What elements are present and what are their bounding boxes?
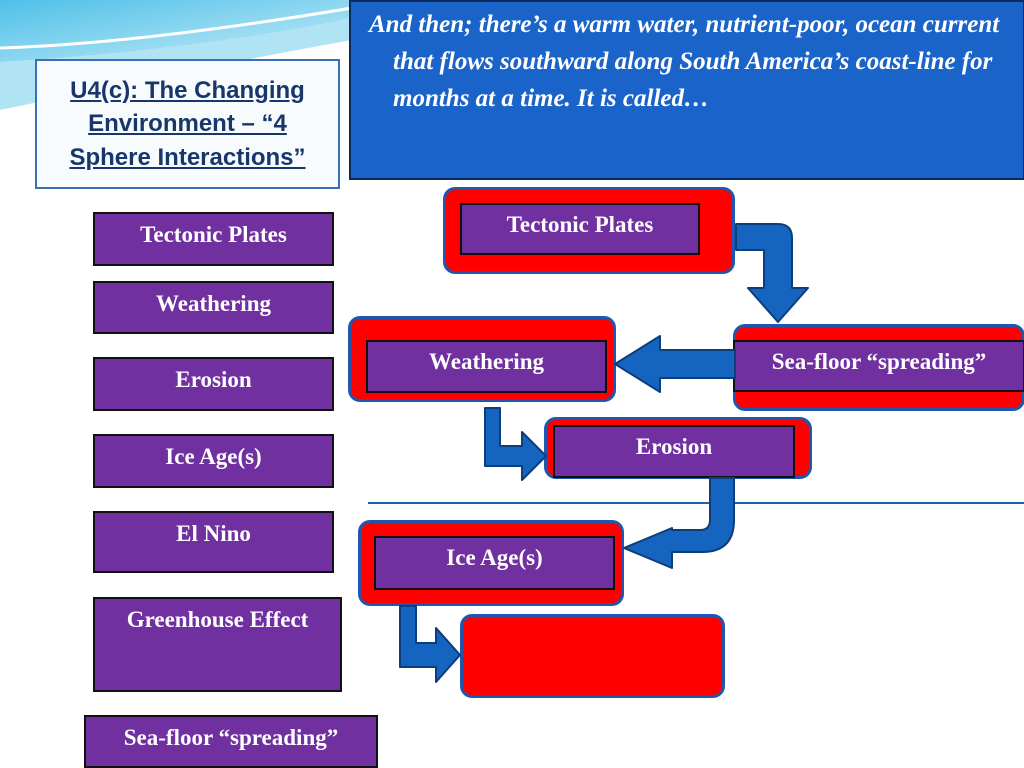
flow-step-tectonic-plates: Tectonic Plates xyxy=(460,203,700,255)
option-ice-ages[interactable]: Ice Age(s) xyxy=(93,434,334,488)
slide-title: U4(c): The Changing Environment – “4 Sph… xyxy=(69,76,306,171)
option-el-nino[interactable]: El Nino xyxy=(93,511,334,573)
question-box: And then; there’s a warm water, nutrient… xyxy=(349,0,1024,180)
flow-step-sea-floor-spreading: Sea-floor “spreading” xyxy=(733,340,1024,392)
top-swoosh xyxy=(0,0,352,62)
option-sea-floor-spreading[interactable]: Sea-floor “spreading” xyxy=(84,715,378,768)
flow-step-ice-ages: Ice Age(s) xyxy=(374,536,615,590)
white-swoosh-line xyxy=(0,6,353,50)
option-greenhouse-effect[interactable]: Greenhouse Effect xyxy=(93,597,342,692)
flow-step-erosion: Erosion xyxy=(553,425,795,478)
question-text: And then; there’s a warm water, nutrient… xyxy=(369,11,1000,112)
option-weathering[interactable]: Weathering xyxy=(93,281,334,334)
option-erosion[interactable]: Erosion xyxy=(93,357,334,411)
answer-slot[interactable] xyxy=(460,614,725,698)
slide-title-box: U4(c): The Changing Environment – “4 Sph… xyxy=(35,59,340,189)
flow-step-weathering: Weathering xyxy=(366,340,607,393)
option-tectonic-plates[interactable]: Tectonic Plates xyxy=(93,212,334,266)
